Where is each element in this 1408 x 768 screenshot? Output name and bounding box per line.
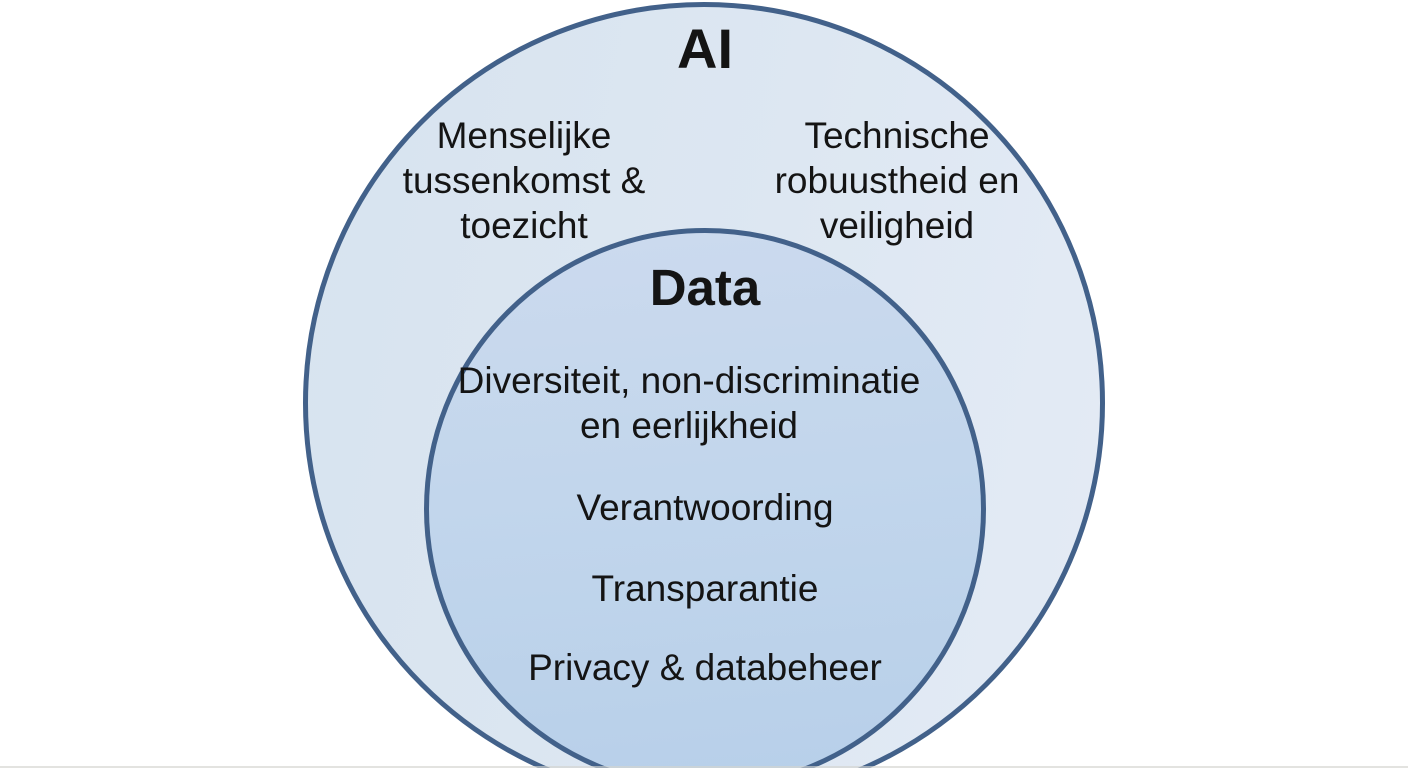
item-line: Diversiteit, non-discriminatie bbox=[457, 360, 921, 401]
ai-title: AI bbox=[677, 17, 733, 80]
item-line: en eerlijkheid bbox=[579, 405, 799, 446]
label-menselijke-tussenkomst-toezicht: Menselijke tussenkomst & toezicht bbox=[403, 113, 646, 248]
item-diversiteit-non-discriminatie: Diversiteit, non-discriminatie en eerlij… bbox=[458, 358, 921, 448]
label-line: veiligheid bbox=[819, 205, 975, 246]
item-transparantie: Transparantie bbox=[591, 568, 819, 609]
label-line: robuustheid en bbox=[774, 160, 1020, 201]
label-line: Technische bbox=[804, 115, 990, 156]
item-privacy-databeheer: Privacy & databeheer bbox=[528, 647, 882, 688]
bottom-edge-line bbox=[0, 766, 1408, 768]
label-line: toezicht bbox=[460, 205, 588, 246]
data-inner-circle bbox=[424, 228, 986, 768]
label-technische-robuustheid-veiligheid: Technische robuustheid en veiligheid bbox=[775, 113, 1020, 248]
label-line: Menselijke bbox=[436, 115, 612, 156]
label-line: tussenkomst & bbox=[402, 160, 646, 201]
item-verantwoording: Verantwoording bbox=[576, 487, 834, 528]
data-title: Data bbox=[649, 259, 761, 316]
